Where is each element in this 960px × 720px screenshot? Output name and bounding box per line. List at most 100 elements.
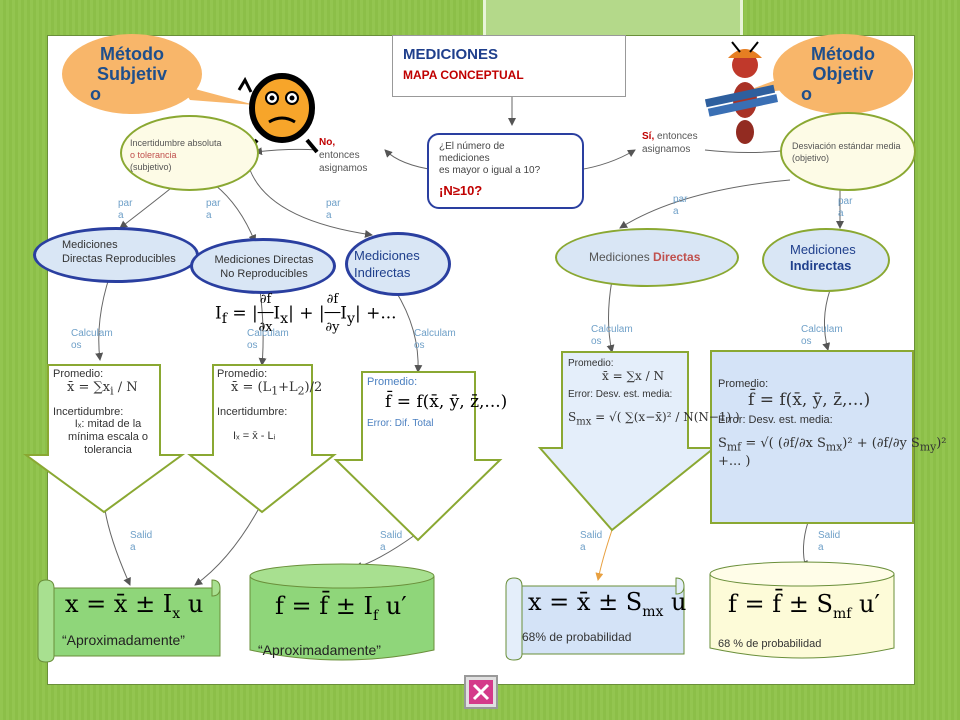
si-word: Sí, (642, 131, 655, 142)
close-icon (469, 680, 493, 704)
result4-cylinder-shape (709, 561, 895, 659)
question-box: ¿El número de mediciones es mayor o igua… (427, 133, 584, 209)
n3-line1: Mediciones (354, 248, 420, 263)
b5-mean-formula: f̄ = f(x̄, ȳ, z̄,...) (748, 390, 871, 410)
b5-sdm-formula: Smf = √( (∂f/∂x Smx)² + (∂f/∂y Smy)² +..… (718, 436, 947, 469)
b2-mean-formula: x̄ = (L1+L2)/2 (231, 380, 323, 398)
right-node-line2: (objetivo) (792, 153, 830, 163)
b3-error: Error: Dif. Total (367, 418, 434, 429)
title-box: MEDICIONES MAPA CONCEPTUAL (392, 35, 626, 97)
node-directas-no-reproducibles: Mediciones Directas No Reproducibles (190, 238, 336, 294)
si-rest2: asignamos (642, 144, 691, 155)
result4-formula: f = f̄ ± Smf u′ (728, 590, 880, 622)
result1-caption: “Aproximadamente” (62, 632, 185, 648)
node-desviacion-estandar: Desviación estándar media (objetivo) (780, 112, 916, 191)
node-indirectas-right: Mediciones Indirectas (762, 228, 890, 292)
b1-line1: Iₓ: mitad de la (74, 417, 142, 430)
b1-incertidumbre: Incertidumbre: (53, 405, 124, 418)
result2-caption: “Aproximadamente” (258, 642, 381, 658)
b4-sdm-formula: Smx = √( ∑(x−x̄)² / N(N−1) ) (568, 410, 740, 428)
b2-incertidumbre: Incertidumbre: (217, 405, 288, 418)
ant-worker-icon (704, 41, 779, 144)
nav-button[interactable] (464, 675, 498, 709)
n5-line1: Mediciones (790, 242, 856, 257)
left-node-line3: (subjetivo) (130, 162, 172, 172)
box3-content: Promedio: f̄ = f(x̄, ȳ, z̄,...) Error: D… (367, 376, 507, 429)
right-node-line1: Desviación estándar media (792, 141, 901, 151)
result4-caption: 68 % de probabilidad (718, 638, 822, 650)
result2-cylinder-shape (249, 563, 435, 661)
callout-right-line3: o (801, 84, 812, 104)
no-rest2: asignamos (319, 163, 368, 174)
callout-left-line1: Método (100, 44, 164, 64)
result1-formula: x = x̄ ± Ix u (65, 590, 204, 622)
n2-line2: No Reproducibles (220, 268, 308, 280)
n1-line2: Directas Reproducibles (62, 253, 176, 265)
n4-line2: Directas (653, 250, 701, 264)
question-line3: es mayor o igual a 10? (439, 165, 541, 176)
box4-content: Promedio: x̄ = ∑x / N Error: Desv. est. … (568, 358, 740, 427)
n4-line1: Mediciones (589, 250, 654, 264)
n5-line2: Indirectas (790, 258, 852, 273)
box-indirectas-right (710, 350, 914, 524)
page-title: MEDICIONES (403, 46, 499, 63)
no-word: No, (319, 137, 336, 148)
n1-line1: Mediciones (62, 239, 118, 251)
node-incertidumbre-absoluta: Incertidumbre absoluta o tolerancia (sub… (120, 115, 259, 191)
page-subtitle: MAPA CONCEPTUAL (403, 68, 524, 82)
result3-scroll-shape (505, 577, 685, 661)
question-condition: ¡N≥10? (439, 183, 483, 198)
node-indirectas-left: Mediciones Indirectas (345, 232, 451, 296)
box2-content: Promedio: x̄ = (L1+L2)/2 Incertidumbre: … (217, 368, 322, 442)
b5-error: Error: Desv. est. media: (718, 414, 833, 426)
propagation-formula: If = |∂f──∂xIx| + |∂f──∂yIy| +... (215, 292, 397, 335)
result1-scroll-shape (37, 579, 221, 663)
result3-caption: 68% de probabilidad (522, 630, 632, 644)
b1-mean-formula: x̄ = ∑xi / N (67, 380, 138, 398)
si-answer-label: Sí, entonces asignamos (642, 130, 698, 156)
callout-right-line1: Método (811, 44, 875, 64)
node-directas-right: Mediciones Directas (555, 228, 739, 287)
n3-line2: Indirectas (354, 265, 411, 280)
left-node-line1: Incertidumbre absoluta (130, 138, 222, 148)
result3-formula: x = x̄ ± Smx u (528, 588, 687, 620)
callout-left-line3: o (90, 84, 101, 104)
node-directas-reproducibles: Mediciones Directas Reproducibles (33, 227, 199, 283)
box5-content: Promedio: f̄ = f(x̄, ȳ, z̄,...) Error: D… (718, 378, 960, 469)
no-answer-label: No, entonces asignamos (319, 136, 367, 175)
b4-error: Error: Desv. est. media: (568, 389, 673, 400)
b4-mean-formula: x̄ = ∑x / N (602, 369, 664, 383)
callout-tail-left (180, 85, 255, 105)
result2-formula: f = f̄ ± If u′ (275, 592, 407, 624)
n2-line1: Mediciones Directas (214, 254, 314, 266)
worried-face-icon (237, 73, 319, 154)
callout-subjetivo: Método Subjetiv o (62, 34, 202, 114)
si-rest: entonces (654, 131, 698, 142)
callout-right-line2: Objetiv (812, 64, 874, 84)
b1-line2: mínima escala o (67, 430, 149, 443)
b5-promedio: Promedio: (718, 378, 769, 390)
b1-line3: tolerancia (84, 443, 132, 456)
b1-promedio: Promedio: (53, 368, 104, 380)
question-line2: mediciones (439, 153, 490, 164)
b2-equation: Iₓ = x̄ - Lᵢ (233, 429, 276, 442)
b4-promedio: Promedio: (568, 358, 614, 369)
no-rest1: entonces (319, 150, 360, 161)
b2-promedio: Promedio: (217, 368, 268, 380)
box1-content: Promedio: x̄ = ∑xi / N Incertidumbre: Iₓ… (53, 368, 163, 457)
